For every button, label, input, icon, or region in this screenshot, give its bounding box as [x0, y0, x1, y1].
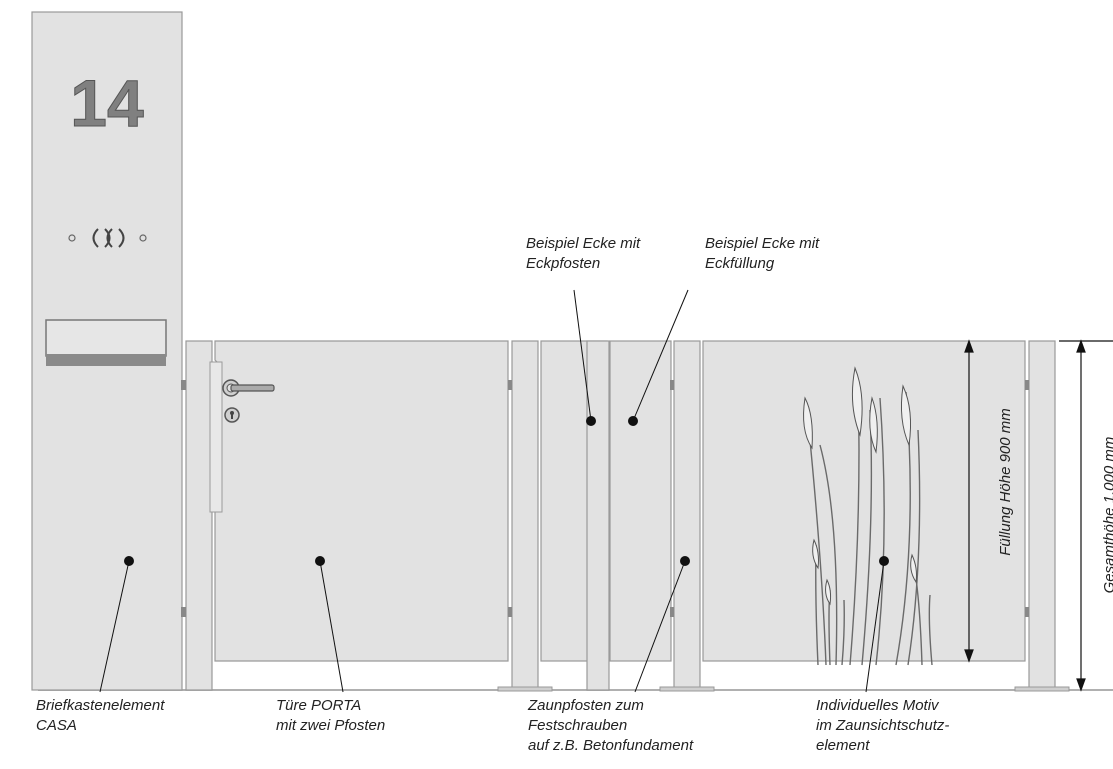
- fence-post: [511, 340, 539, 691]
- door-post-left: [185, 340, 213, 691]
- hinge-icon: [181, 380, 186, 390]
- post-foot-plate: [497, 686, 553, 692]
- mail-slot-flap: [46, 354, 166, 366]
- dot-icon: [68, 234, 76, 242]
- label-line: mit zwei Pfosten: [276, 717, 386, 734]
- label-line: auf z.B. Betonfundament: [528, 737, 694, 754]
- ornament-icon: [92, 228, 125, 248]
- total-height-dimension: [1059, 339, 1113, 692]
- post-foot-plate: [1014, 686, 1070, 692]
- label-line: Türe PORTA: [276, 697, 362, 714]
- label-line: Beispiel Ecke mit: [705, 235, 820, 252]
- label-line: Individuelles Motiv: [816, 697, 939, 714]
- label-line: element: [816, 737, 870, 754]
- hinge-icon: [508, 380, 512, 390]
- hinge-icon: [181, 607, 186, 617]
- hinge-icon: [1025, 607, 1029, 617]
- fill-height-dimension: [964, 339, 974, 663]
- label-line: CASA: [36, 717, 77, 734]
- label-line: Eckpfosten: [526, 255, 601, 272]
- door-porta: [209, 340, 509, 662]
- label-door: Türe PORTA mit zwei Pfosten: [276, 696, 385, 736]
- hinge-icon: [1025, 380, 1029, 390]
- label-mailbox: Briefkastenelement CASA: [36, 696, 164, 736]
- hinge-icon: [670, 380, 674, 390]
- house-number: 14: [70, 66, 144, 140]
- fill-height-label: Füllung Höhe 900 mm: [997, 408, 1014, 556]
- label-motif: Individuelles Motiv im Zaunsichtschutz- …: [816, 696, 949, 756]
- label-line: Beispiel Ecke mit: [526, 235, 641, 252]
- door-handle-icon: [222, 379, 275, 397]
- leader-lines: [99, 289, 889, 693]
- total-height-label: Gesamthöhe 1.000 mm: [1101, 436, 1113, 594]
- motif-panel: [702, 340, 1026, 666]
- fence-post: [673, 340, 701, 691]
- label-line: im Zaunsichtschutz-: [816, 717, 950, 734]
- fence-post: [1028, 340, 1056, 691]
- mailbox-column: 14: [31, 11, 183, 691]
- label-line: Zaunpfosten zum: [528, 697, 644, 714]
- label-corner-fill: Beispiel Ecke mit Eckfüllung: [705, 234, 819, 274]
- corner-fill-panel: [609, 340, 672, 662]
- hinge-icon: [508, 607, 512, 617]
- label-line: Briefkastenelement: [36, 697, 165, 714]
- label-fence-post: Zaunpfosten zum Festschrauben auf z.B. B…: [528, 696, 693, 756]
- hinge-icon: [670, 607, 674, 617]
- dot-icon: [139, 234, 147, 242]
- label-line: Eckfüllung: [705, 255, 775, 272]
- grass-plume-icon: [803, 366, 917, 606]
- corner-post: [586, 340, 610, 691]
- post-foot-plate: [659, 686, 715, 692]
- label-line: Festschrauben: [528, 717, 628, 734]
- label-corner-post: Beispiel Ecke mit Eckpfosten: [526, 234, 640, 274]
- lock-cylinder-icon: [224, 407, 240, 423]
- mail-slot: [45, 319, 167, 357]
